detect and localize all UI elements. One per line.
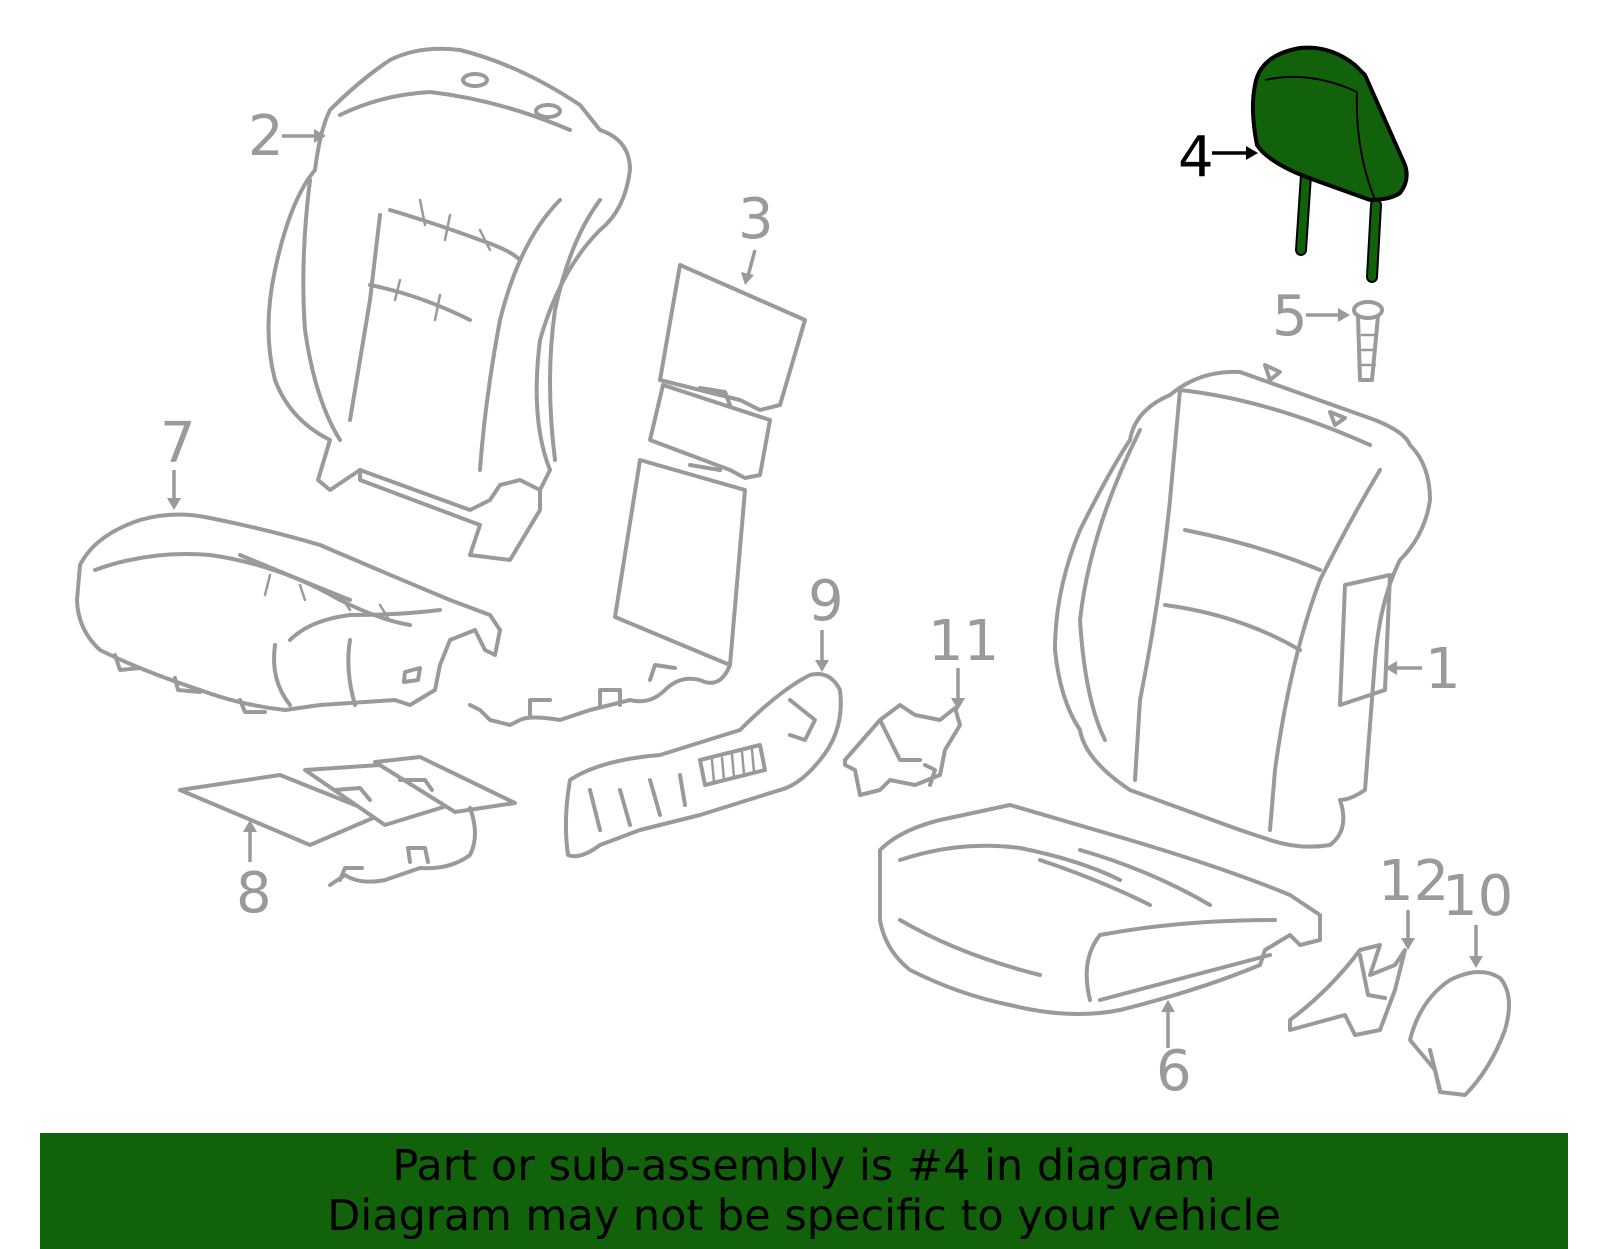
part-5-headrest-guide[interactable] [1352,300,1384,382]
callout-5: 5 [1272,284,1350,349]
svg-text:3: 3 [738,187,774,252]
svg-text:12: 12 [1378,849,1449,914]
svg-text:10: 10 [1442,864,1513,929]
svg-text:5: 5 [1272,284,1308,349]
callout-4: 4 [1178,125,1258,190]
callout-11: 11 [928,609,999,710]
info-banner: Part or sub-assembly is #4 in diagram Di… [40,1133,1568,1249]
part-11-bracket[interactable] [843,703,962,797]
part-7-cushion-cover[interactable] [75,512,502,714]
banner-line-1: Part or sub-assembly is #4 in diagram [392,1141,1216,1191]
part-9-side-shield[interactable] [563,672,843,859]
svg-text:1: 1 [1425,637,1461,702]
callout-7: 7 [160,411,196,510]
part-6-seat-cushion[interactable] [878,803,1322,1016]
callout-10: 10 [1442,864,1513,968]
svg-text:4: 4 [1178,125,1214,190]
part-8-cushion-heater[interactable] [178,755,517,887]
svg-text:7: 7 [160,411,196,476]
callout-8: 8 [236,820,272,926]
callout-1: 1 [1385,637,1461,702]
svg-text:2: 2 [248,104,284,169]
svg-text:6: 6 [1156,1039,1192,1104]
part-3-seatback-pad[interactable] [468,263,807,727]
callout-2: 2 [248,104,326,169]
part-2-seatback-cover[interactable] [266,46,632,562]
callout-6: 6 [1156,1000,1192,1104]
callout-9: 9 [808,569,844,672]
part-1-seatback[interactable] [1053,363,1432,849]
svg-text:9: 9 [808,569,844,634]
callout-3: 3 [738,187,774,285]
banner-line-2: Diagram may not be specific to your vehi… [327,1191,1281,1241]
callout-12: 12 [1378,849,1449,950]
part-10-trim-cover[interactable] [1408,970,1511,1097]
part-4-headrest[interactable] [1250,45,1409,283]
svg-text:8: 8 [236,861,272,926]
svg-text:11: 11 [928,609,999,674]
part-12-recliner-cover[interactable] [1288,943,1407,1037]
